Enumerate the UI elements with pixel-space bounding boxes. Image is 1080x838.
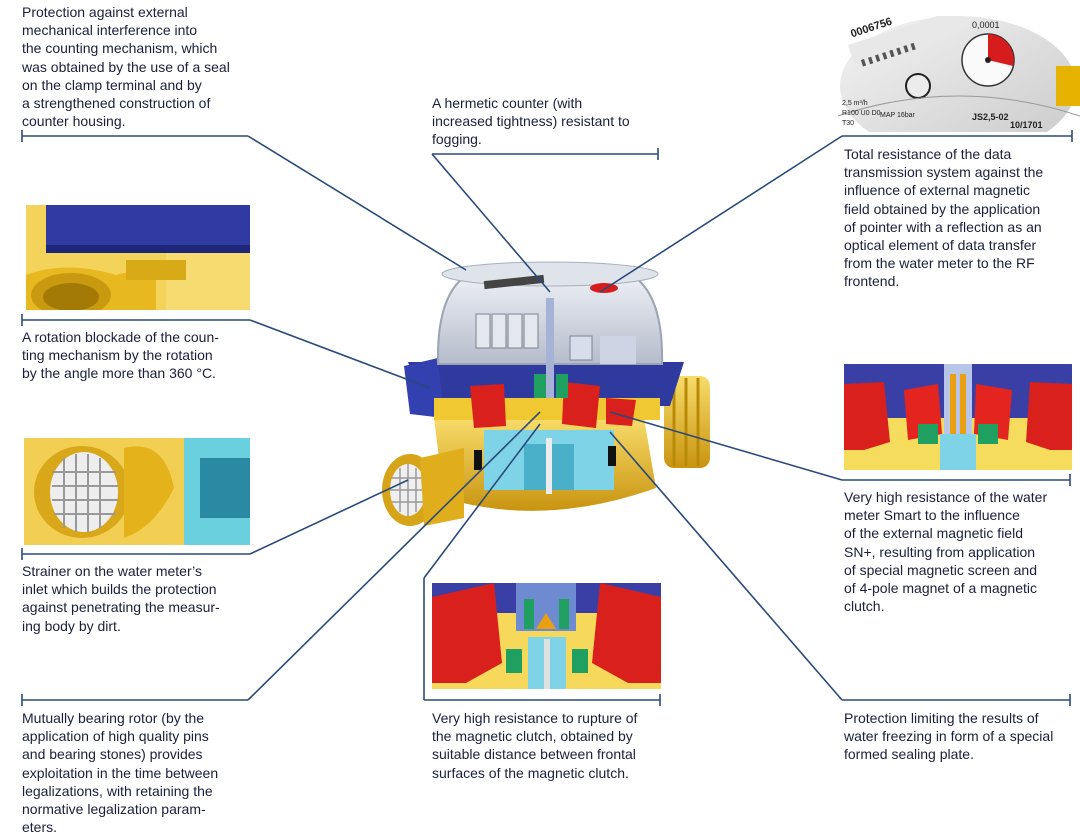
callout-freezing-protection: Protection limiting the results of water… (844, 710, 1054, 763)
callout-bearing-rotor: Mutually bearing rotor (by the applicati… (22, 710, 219, 836)
water-meter-cutaway (374, 258, 720, 530)
magnetic-screen-inset (844, 364, 1072, 470)
leader-bottom-right (609, 431, 843, 701)
dial-marking-2: R100 U0 D0 (842, 110, 881, 117)
dial-inset: ▮ ▮ ▮ ▮ ▮ ▮ ▮ ▮ 0006756 0,0001 2,5 m³/h … (838, 16, 1080, 132)
callout-rotation-blockade: A rotation blockade of the coun- ting me… (22, 329, 219, 382)
dial-marking-1: 2,5 m³/h (842, 100, 868, 107)
dial-marking-5: JS2,5-02 (972, 112, 1009, 122)
dial-marking-3: T30 (842, 120, 855, 127)
callout-housing-protection: Protection against external mechanical i… (22, 4, 230, 130)
leader-top-right (599, 135, 843, 293)
callout-strainer: Strainer on the water meter’s inlet whic… (22, 563, 220, 634)
leader-lower-left (249, 479, 409, 555)
leader-top-left (247, 135, 467, 271)
leader-mid-left (249, 319, 431, 389)
dial-marking-6: 10/1701 (1010, 120, 1043, 130)
rotation-blockade-inset (26, 205, 250, 310)
strainer-inset (24, 438, 250, 545)
leader-bottom-left (247, 411, 541, 701)
leader-mid-right (609, 411, 843, 481)
magnetic-clutch-inset (432, 583, 661, 689)
callout-magnetic-resistance: Very high resistance of the water meter … (844, 489, 1048, 615)
callout-hermetic-counter: A hermetic counter (with increased tight… (432, 95, 630, 148)
dial-marking-4: MAP 16bar (880, 112, 915, 119)
callout-data-transmission: Total resistance of the data transmissio… (844, 146, 1044, 290)
dial-reading: 0,0001 (972, 20, 1000, 30)
leader-bottom-center (423, 423, 541, 579)
callout-magnetic-clutch: Very high resistance to rupture of the m… (432, 710, 638, 781)
leader-top-center (431, 153, 551, 293)
